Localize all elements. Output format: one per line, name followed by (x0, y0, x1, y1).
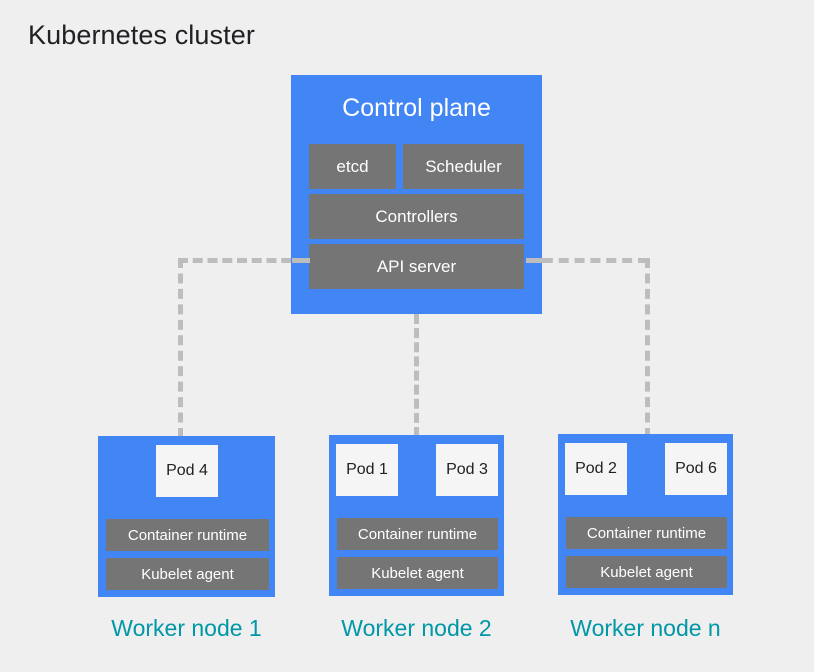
pod-box[interactable]: Pod 1 (336, 444, 398, 496)
control-plane-component-scheduler[interactable]: Scheduler (403, 144, 524, 189)
worker-node-n-container-runtime[interactable]: Container runtime (566, 517, 727, 549)
worker-node-1-caption: Worker node 1 (111, 615, 262, 641)
pod-box[interactable]: Pod 3 (436, 444, 498, 496)
connector-api-server-to-worker-1-horizontal (178, 258, 306, 263)
connector-api-server-to-worker-n-vertical (645, 258, 650, 438)
worker-node-2-kubelet-agent[interactable]: Kubelet agent (337, 557, 498, 589)
worker-node-2-caption: Worker node 2 (341, 615, 492, 641)
control-plane-component-etcd[interactable]: etcd (309, 144, 396, 189)
worker-node-n-caption: Worker node n (570, 615, 721, 641)
worker-node-1-container-runtime[interactable]: Container runtime (106, 519, 269, 551)
page-title: Kubernetes cluster (28, 20, 255, 50)
pod-box[interactable]: Pod 4 (156, 445, 218, 497)
worker-node-n-kubelet-agent[interactable]: Kubelet agent (566, 556, 727, 588)
worker-node-2-container-runtime[interactable]: Container runtime (337, 518, 498, 550)
worker-node-1-box: Pod 4 Container runtime Kubelet agent (98, 436, 275, 597)
connector-nub-api-server-right (526, 258, 543, 263)
connector-api-server-to-worker-n-horizontal (527, 258, 648, 263)
pod-box[interactable]: Pod 2 (565, 443, 627, 495)
worker-node-2-box: Pod 1 Pod 3 Container runtime Kubelet ag… (329, 435, 504, 596)
connector-nub-api-server-left (292, 258, 310, 263)
connector-api-server-to-worker-1-vertical (178, 258, 183, 438)
control-plane-component-api-server[interactable]: API server (309, 244, 524, 289)
worker-node-1-kubelet-agent[interactable]: Kubelet agent (106, 558, 269, 590)
control-plane-title: Control plane (342, 94, 491, 122)
control-plane-component-controllers[interactable]: Controllers (309, 194, 524, 239)
connector-control-plane-to-worker-2-vertical (414, 314, 419, 437)
pod-box[interactable]: Pod 6 (665, 443, 727, 495)
control-plane-box: Control plane etcd Scheduler Controllers… (291, 75, 542, 314)
worker-node-n-box: Pod 2 Pod 6 Container runtime Kubelet ag… (558, 434, 733, 595)
